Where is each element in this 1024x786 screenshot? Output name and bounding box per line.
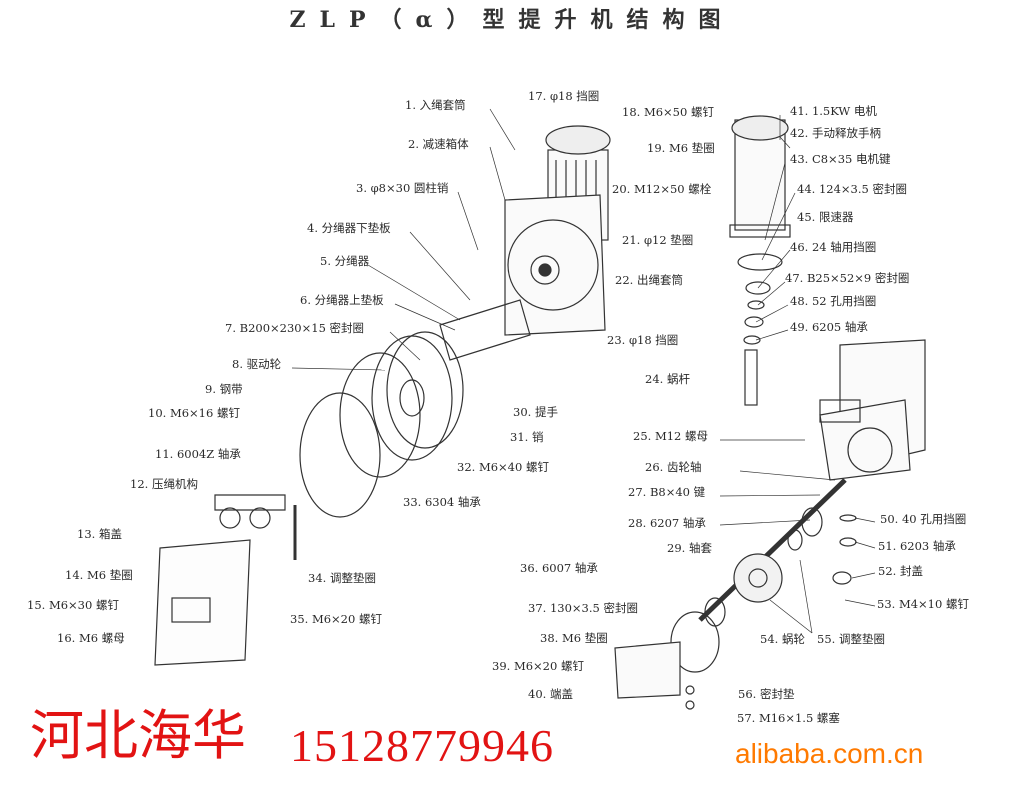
part-label-15: 15. M6×30 螺钉 [27,598,119,612]
part-label-41: 41. 1.5KW 电机 [790,104,877,118]
part-label-27: 27. B8×40 键 [628,485,706,499]
part-label-33: 33. 6304 轴承 [403,495,481,509]
part-label-17: 17. φ18 挡圈 [528,89,600,103]
part-label-54: 54. 蜗轮 [760,632,805,646]
part-label-24: 24. 蜗杆 [645,372,690,386]
part-label-28: 28. 6207 轴承 [628,516,706,530]
part-label-51: 51. 6203 轴承 [878,539,956,553]
part-label-3: 3. φ8×30 圆柱销 [356,181,449,195]
rope-press-mechanism [214,494,297,560]
part-label-18: 18. M6×50 螺钉 [622,105,714,119]
part-label-45: 45. 限速器 [797,210,854,224]
box-cover [154,539,251,666]
part-label-21: 21. φ12 垫圈 [622,233,694,247]
part-label-32: 32. M6×40 螺钉 [457,460,549,474]
limiter-stack [729,115,791,406]
alibaba-logo: alibaba.com.cn [735,738,924,769]
part-label-14: 14. M6 垫圈 [65,568,133,582]
part-label-40: 40. 端盖 [528,687,573,701]
part-label-6: 6. 分绳器上垫板 [300,293,384,307]
part-label-34: 34. 调整垫圈 [308,571,376,585]
part-label-1: 1. 入绳套筒 [405,98,466,112]
rope-guide-plates [439,299,531,361]
watermark-phone: 15128779946 [290,720,554,771]
part-label-2: 2. 减速箱体 [408,137,469,151]
part-label-56: 56. 密封垫 [738,687,795,701]
part-label-5: 5. 分绳器 [320,254,370,268]
part-label-49: 49. 6205 轴承 [790,320,868,334]
part-label-47: 47. B25×52×9 密封圈 [785,271,910,285]
gear-shaft-assembly [614,478,857,710]
part-label-39: 39. M6×20 螺钉 [492,659,584,673]
part-label-8: 8. 驱动轮 [232,357,282,371]
part-label-57: 57. M16×1.5 螺塞 [737,711,840,725]
part-label-22: 22. 出绳套筒 [615,273,683,287]
part-label-53: 53. M4×10 螺钉 [877,597,969,611]
part-label-9: 9. 钢带 [205,382,243,396]
part-label-52: 52. 封盖 [878,564,923,578]
reducer-housing [504,194,606,336]
part-label-38: 38. M6 垫圈 [540,631,608,645]
worm-gear-housing [819,339,926,481]
diagram-title: ZLP（α）型提升机结构图 [289,7,735,33]
part-label-36: 36. 6007 轴承 [520,561,598,575]
part-label-11: 11. 6004Z 轴承 [155,447,241,461]
part-label-50: 50. 40 孔用挡圈 [880,512,967,526]
part-label-26: 26. 齿轮轴 [645,460,702,474]
part-label-31: 31. 销 [510,430,544,444]
part-label-43: 43. C8×35 电机键 [790,152,891,166]
leader-lines [291,108,876,634]
part-label-25: 25. M12 螺母 [633,429,709,443]
part-label-20: 20. M12×50 螺栓 [612,182,712,196]
part-label-10: 10. M6×16 螺钉 [148,406,240,420]
part-label-37: 37. 130×3.5 密封圈 [528,601,638,615]
watermark-company: 河北海华 [30,704,246,767]
part-label-35: 35. M6×20 螺钉 [290,612,382,626]
part-label-30: 30. 提手 [513,405,558,419]
part-label-19: 19. M6 垫圈 [647,141,715,155]
part-label-4: 4. 分绳器下垫板 [307,221,391,235]
part-label-46: 46. 24 轴用挡圈 [790,240,877,254]
part-label-42: 42. 手动释放手柄 [790,126,881,140]
part-label-55: 55. 调整垫圈 [817,632,885,646]
part-label-16: 16. M6 螺母 [57,631,125,645]
part-label-29: 29. 轴套 [667,541,712,555]
part-label-13: 13. 箱盖 [77,527,122,541]
part-label-12: 12. 压绳机构 [130,477,198,491]
part-label-48: 48. 52 孔用挡圈 [790,294,877,308]
drive-wheel [299,331,464,518]
part-label-7: 7. B200×230×15 密封圈 [225,321,365,335]
part-label-44: 44. 124×3.5 密封圈 [797,182,907,196]
part-label-23: 23. φ18 挡圈 [607,333,679,347]
